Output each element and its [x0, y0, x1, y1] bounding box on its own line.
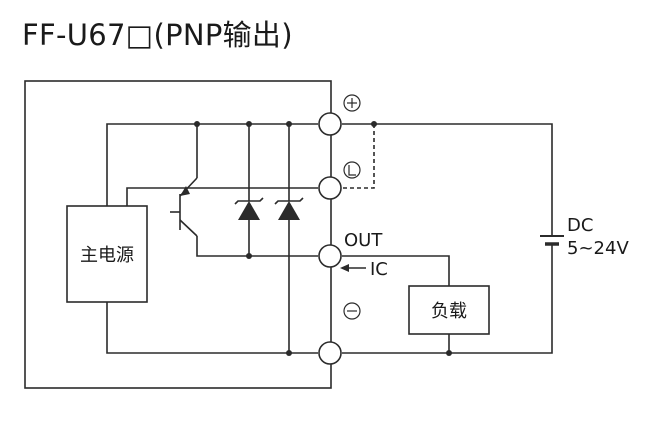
l-wire [126, 187, 318, 206]
zener-diode-1 [234, 124, 264, 256]
l-marker-icon [343, 161, 361, 179]
pnp-transistor-symbol [170, 124, 198, 237]
terminal-positive [318, 112, 342, 136]
main-power-label: 主电源 [80, 245, 134, 266]
load-label: 负载 [431, 301, 467, 322]
terminal-out [318, 244, 342, 268]
terminals [318, 112, 342, 365]
negative-rail [106, 302, 318, 354]
positive-rail [106, 123, 318, 206]
load-block [408, 285, 490, 335]
dc-label: DC [567, 215, 593, 236]
page-title: FF-U67□(PNP输出) [22, 18, 293, 52]
terminal-negative [318, 341, 342, 365]
zener-diode-2 [274, 124, 304, 353]
external-negative-wire [342, 244, 553, 354]
ic-label: IC [370, 259, 388, 280]
voltage-label: 5~24V [567, 238, 629, 259]
out-internal-wire [196, 236, 318, 257]
junction-dots [194, 121, 452, 356]
plus-marker-icon [343, 94, 361, 112]
minus-marker-icon [343, 302, 361, 320]
out-label: OUT [344, 230, 383, 251]
sensor-enclosure [24, 80, 332, 389]
l-jumper-dashed [342, 124, 375, 189]
external-positive-wire [342, 123, 553, 236]
external-out-wire [342, 255, 450, 286]
dc-supply-symbol [540, 235, 564, 246]
ic-arrow-icon [340, 264, 366, 272]
terminal-l [318, 176, 342, 200]
